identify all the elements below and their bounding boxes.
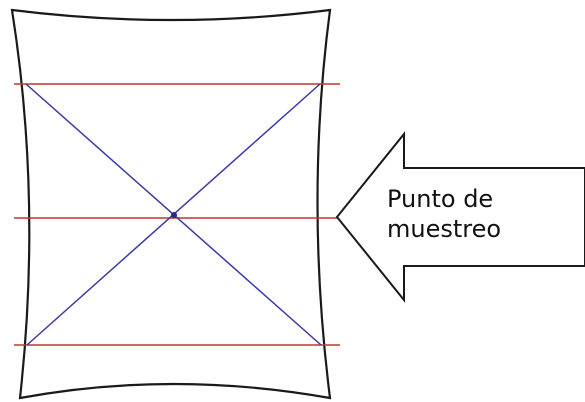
specimen-outline <box>10 8 332 400</box>
sampling-point-marker <box>171 212 177 218</box>
arrow-label-line-1: Punto de <box>387 185 494 213</box>
arrow-label: Punto de muestreo <box>387 184 577 244</box>
left-arrow-shape <box>335 131 585 303</box>
arrow-label-line-2: muestreo <box>387 215 502 243</box>
